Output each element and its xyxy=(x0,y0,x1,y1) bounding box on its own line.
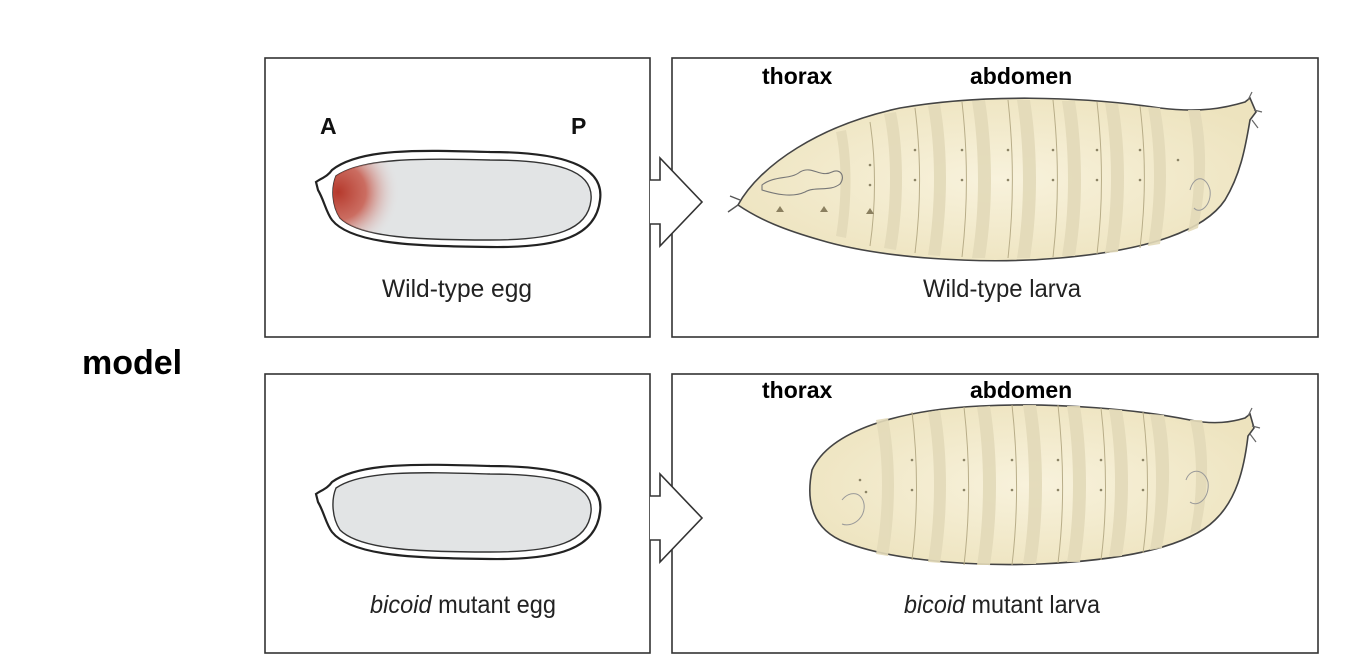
abdomen-label: abdomen xyxy=(970,63,1072,89)
wild-type-larva xyxy=(727,91,1263,262)
abdomen-label: abdomen xyxy=(970,377,1072,403)
posterior-label: P xyxy=(571,113,586,139)
bicoid-egg-caption: bicoid mutant egg xyxy=(370,591,556,619)
bicoid-mutant-larva xyxy=(809,404,1261,566)
thorax-label: thorax xyxy=(762,63,833,89)
bicoid-larva-caption: bicoid mutant larva xyxy=(904,591,1100,619)
thorax-label: thorax xyxy=(762,377,833,403)
wild-type-egg-caption: Wild-type egg xyxy=(382,275,532,303)
wild-type-larva-caption: Wild-type larva xyxy=(923,275,1081,303)
arrow-row1 xyxy=(650,156,704,248)
wild-type-egg xyxy=(314,149,602,249)
bicoid-mutant-egg xyxy=(314,463,602,561)
side-label: model xyxy=(82,344,182,382)
anterior-label: A xyxy=(320,113,337,139)
arrow-row2 xyxy=(650,472,704,564)
